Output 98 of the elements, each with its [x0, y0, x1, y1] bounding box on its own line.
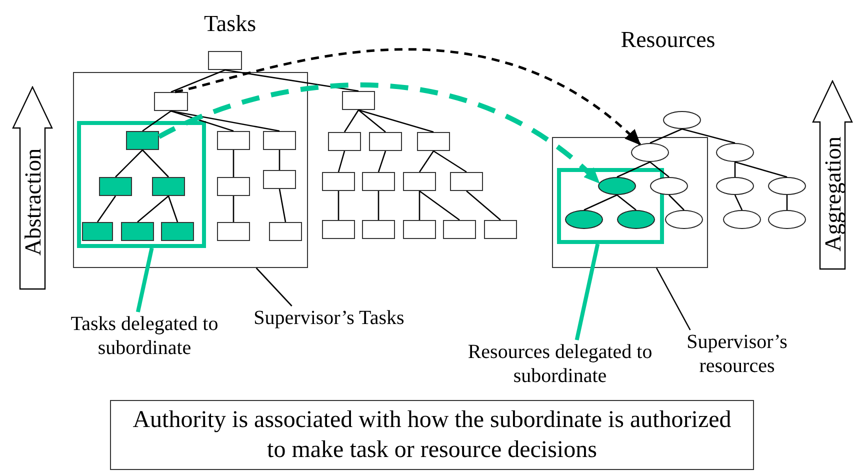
tree-line	[650, 161, 670, 178]
resource-ellipse	[768, 177, 806, 195]
resource-ellipse	[650, 176, 688, 194]
tree-line	[419, 190, 460, 221]
resource-ellipse	[616, 210, 654, 228]
resource-ellipse	[663, 111, 701, 129]
tree-line	[650, 128, 682, 144]
tree-line	[358, 110, 386, 132]
tree-line	[168, 196, 178, 222]
delegation-frame	[76, 120, 206, 248]
tree-line	[137, 196, 169, 222]
note-text: Authority is associated with how the subordinate is authorized to make task or resource decisions	[132, 406, 732, 465]
resource-ellipse	[768, 210, 806, 229]
task-box	[450, 172, 483, 191]
task-box	[484, 220, 517, 239]
task-box	[322, 220, 355, 239]
task-box	[268, 222, 302, 240]
task-box	[216, 130, 250, 150]
task-box	[126, 130, 158, 150]
tree-line	[734, 162, 736, 177]
curved-dashed-arrow	[158, 82, 601, 185]
tree-line	[734, 194, 743, 210]
resource-ellipse	[630, 142, 668, 162]
leader-line	[136, 248, 154, 312]
callout-text: Supervisor’s Tasks	[236, 306, 422, 332]
callout-text: Resources delegated to subordinate	[455, 340, 665, 388]
tree-line	[344, 110, 360, 132]
tree-line	[278, 150, 280, 170]
resource-ellipse	[716, 177, 754, 195]
note-box	[110, 400, 754, 470]
subtree-frame	[73, 72, 308, 268]
tree-line	[734, 161, 788, 178]
delegation-frame	[556, 168, 664, 244]
tree-line	[682, 128, 736, 144]
tree-line	[278, 188, 286, 222]
task-box	[443, 220, 476, 239]
group-heading: Resources	[620, 26, 716, 54]
tree-line	[232, 196, 234, 222]
task-box	[369, 132, 402, 151]
tree-line	[433, 150, 467, 173]
tree-line	[142, 110, 172, 132]
leader-line	[574, 244, 600, 340]
task-box	[362, 220, 395, 239]
callout-text: Tasks delegated to subordinate	[62, 312, 227, 360]
tree-line	[378, 191, 380, 220]
task-box	[262, 170, 296, 188]
tree-line	[616, 194, 636, 211]
tree-line	[170, 110, 280, 132]
tree-line	[418, 191, 420, 220]
group-heading: Tasks	[202, 10, 258, 38]
tree-line	[170, 69, 226, 93]
hollow-up-arrow	[812, 80, 853, 270]
tree-line	[232, 150, 234, 177]
task-box	[403, 172, 436, 191]
tree-line	[418, 150, 434, 172]
task-box	[154, 92, 188, 110]
curved-dashed-arrow	[174, 48, 641, 146]
tree-line	[142, 150, 169, 178]
tree-line	[96, 196, 116, 222]
tree-line	[338, 191, 340, 220]
tree-line	[378, 150, 386, 172]
tree-line	[466, 190, 501, 220]
arrow-label: Abstraction	[21, 148, 44, 256]
tree-line	[170, 110, 234, 132]
task-box	[328, 132, 361, 151]
task-box	[120, 222, 154, 240]
resource-ellipse	[564, 210, 602, 228]
resource-ellipse	[723, 210, 761, 229]
tree-line	[616, 161, 650, 178]
task-box	[216, 176, 250, 196]
task-box	[417, 132, 450, 151]
leader-line	[256, 268, 292, 306]
resource-ellipse	[664, 210, 702, 228]
tree-line	[358, 109, 434, 133]
tree-line	[668, 194, 684, 210]
task-box	[160, 222, 194, 240]
task-box	[216, 222, 250, 240]
task-box	[82, 222, 112, 240]
task-box	[403, 220, 436, 239]
tree-line	[338, 150, 346, 172]
leader-line	[656, 268, 691, 330]
arrow-label: Aggregation	[821, 136, 844, 252]
tree-line	[786, 195, 788, 210]
subtree-frame	[552, 137, 708, 268]
tree-line	[584, 194, 618, 211]
task-box	[262, 130, 296, 150]
task-box	[152, 176, 184, 196]
task-box	[362, 172, 395, 191]
resource-ellipse	[598, 176, 636, 194]
hollow-up-arrow	[12, 86, 53, 290]
task-box	[322, 172, 355, 191]
callout-text: Supervisor’s resources	[672, 330, 802, 382]
task-box	[208, 51, 242, 70]
tree-line	[224, 69, 359, 92]
task-box	[98, 176, 132, 196]
resource-ellipse	[716, 143, 754, 162]
tree-line	[115, 150, 143, 178]
task-box	[342, 91, 375, 110]
